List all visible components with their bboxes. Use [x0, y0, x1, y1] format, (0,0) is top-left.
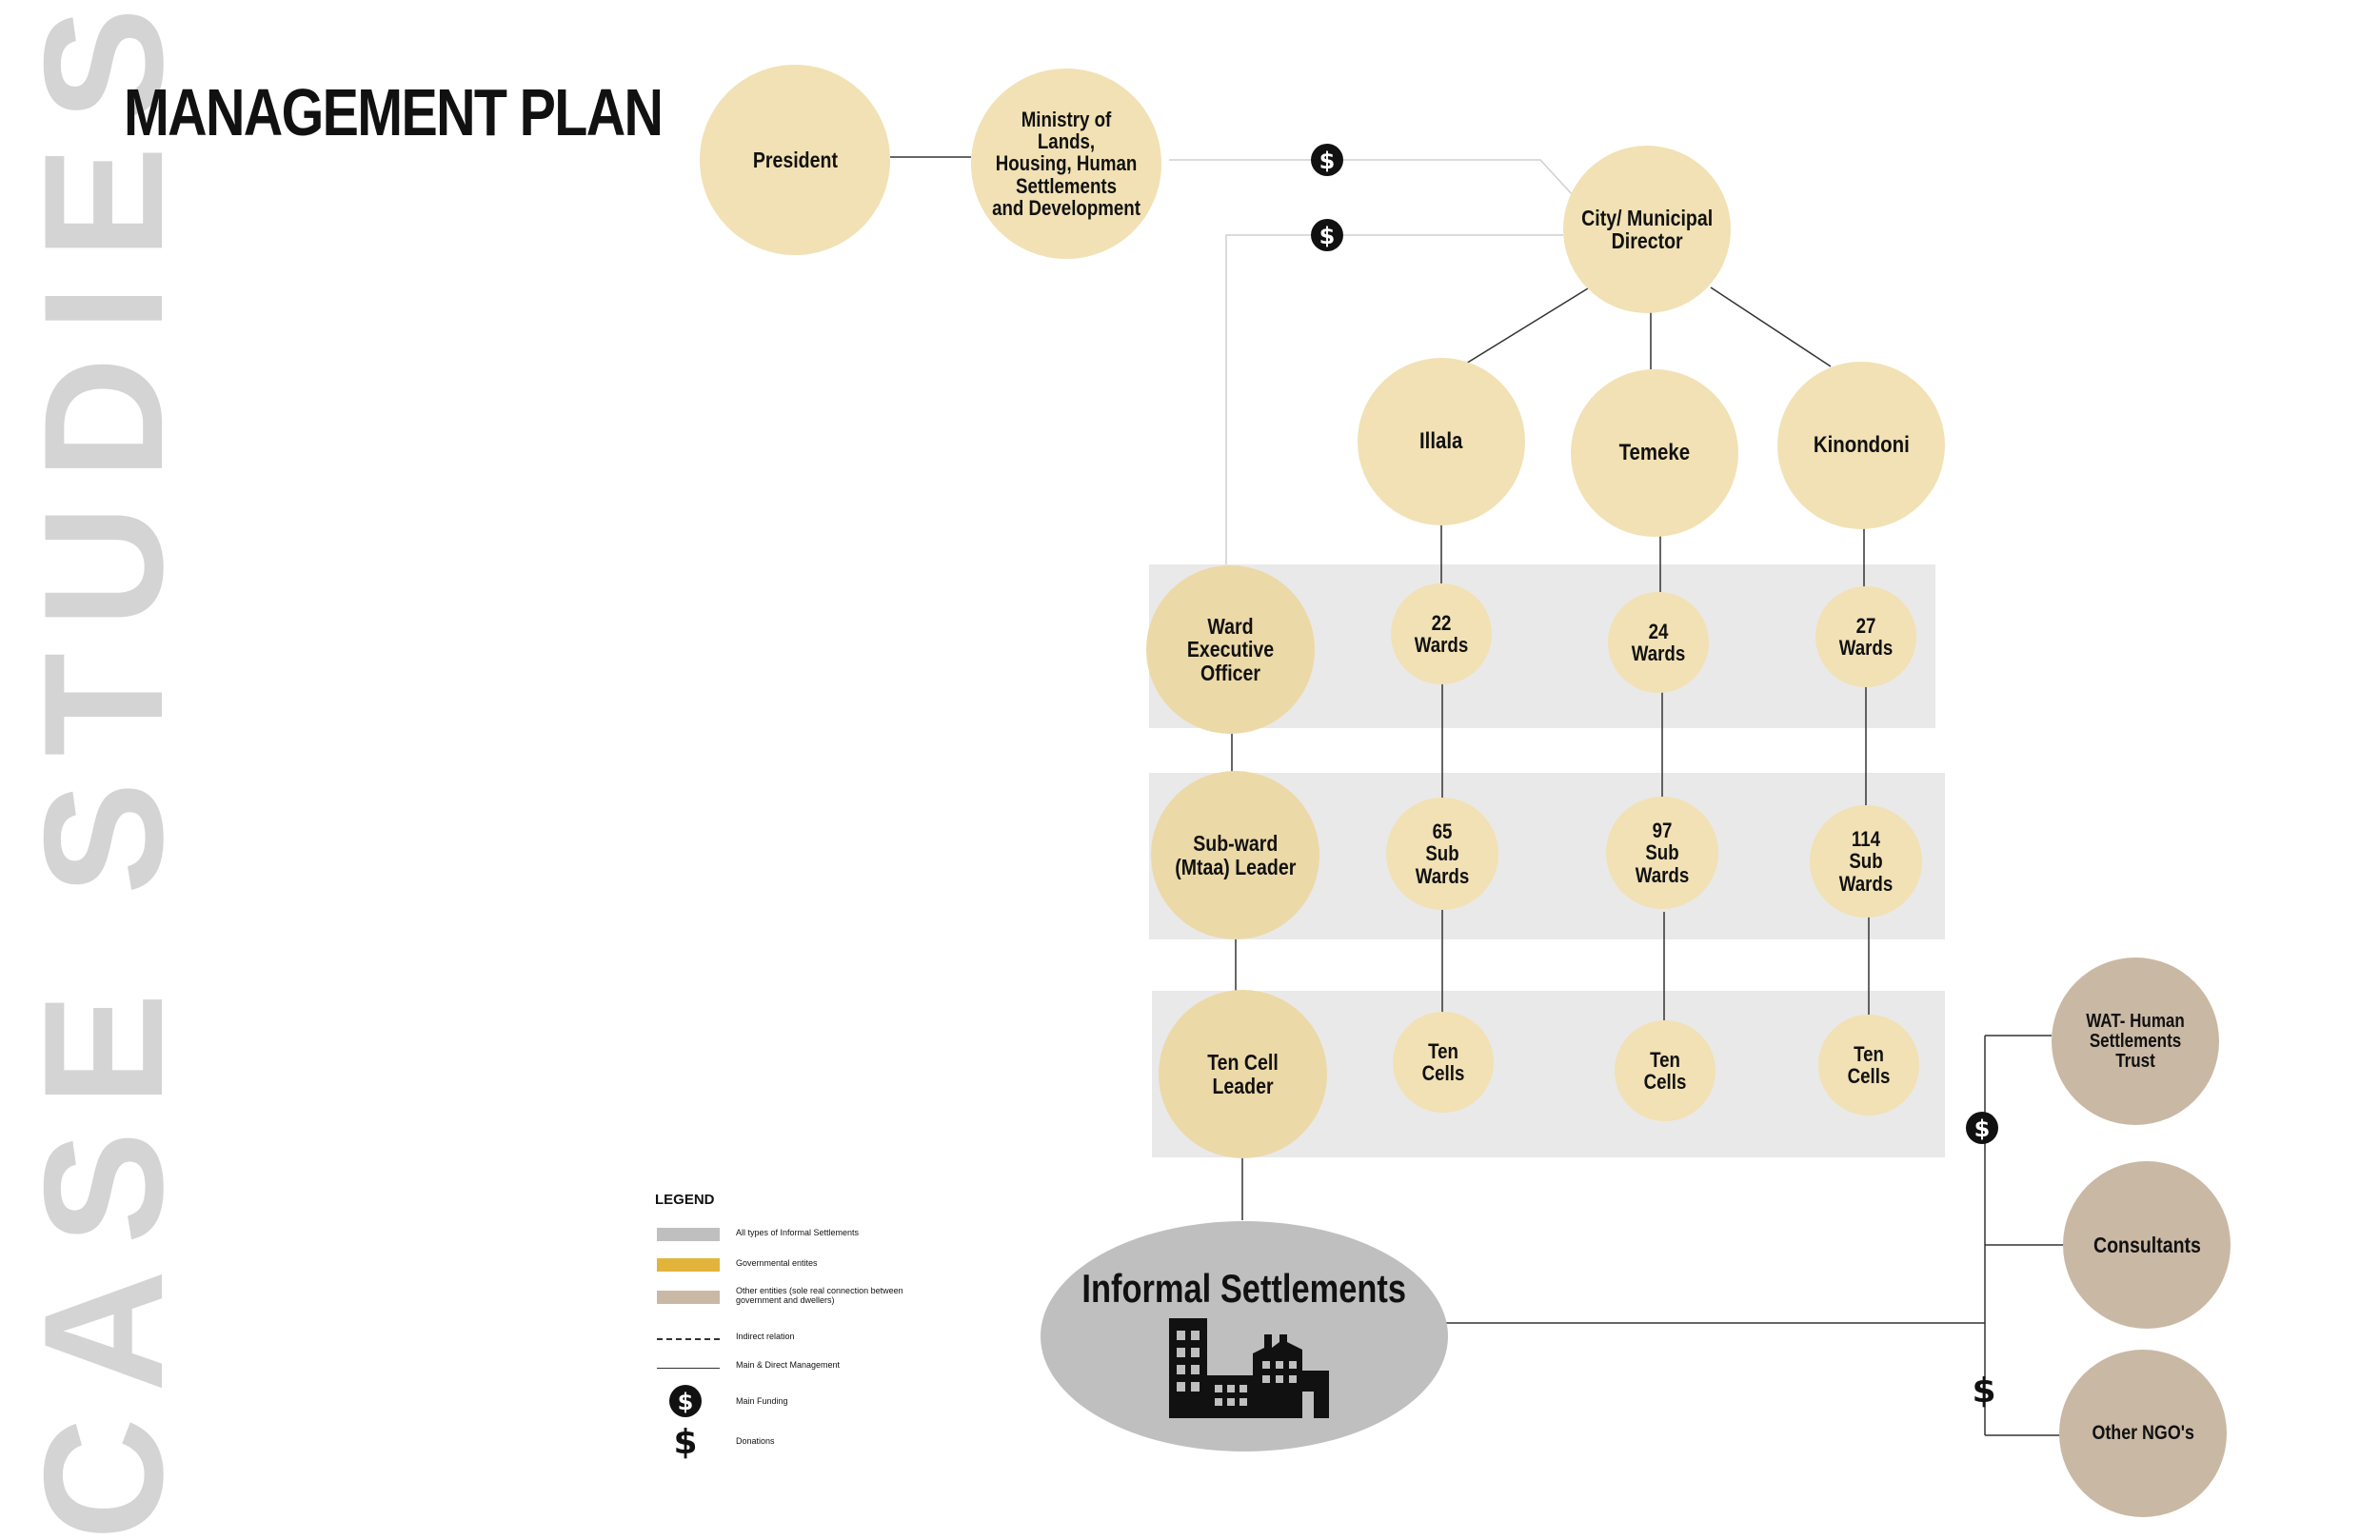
node-temeke: Temeke [1571, 369, 1738, 537]
legend: LEGEND All types of Informal Settlements… [655, 1192, 941, 1468]
node-other-ngos: Other NGO's [2059, 1350, 2227, 1517]
node-97-subwards: 97 Sub Wards [1606, 797, 1718, 909]
node-27-wards: 27 Wards [1815, 586, 1916, 687]
node-consultants: Consultants [2063, 1161, 2231, 1329]
node-kinondoni: Kinondoni [1777, 362, 1945, 529]
svg-text:$: $ [1972, 1372, 1995, 1409]
legend-swatch-informal [657, 1228, 720, 1241]
node-director: City/ Municipal Director [1563, 146, 1731, 313]
legend-dashed-line [657, 1338, 720, 1340]
legend-item: $ Donations [655, 1422, 941, 1462]
dollar-circle-icon: $ [1965, 1111, 1999, 1150]
legend-solid-line [657, 1368, 720, 1369]
node-ministry: Ministry of Lands, Housing, Human Settle… [971, 69, 1161, 259]
node-president: President [700, 65, 890, 255]
svg-text:$: $ [1319, 223, 1336, 249]
legend-swatch-governmental [657, 1258, 720, 1272]
node-wat-trust: WAT- Human Settlements Trust [2052, 958, 2219, 1125]
dollar-circle-icon: $ [1310, 218, 1344, 257]
node-24-wards: 24 Wards [1608, 592, 1709, 693]
page-title: MANAGEMENT PLAN [124, 75, 664, 149]
dollar-sign-icon: $ [670, 1422, 701, 1465]
node-subward-leader: Sub-ward (Mtaa) Leader [1151, 771, 1319, 939]
dollar-sign-icon: $ [1969, 1371, 1999, 1413]
node-ilala: Illala [1358, 358, 1525, 525]
legend-item: Other entities (sole real connection bet… [655, 1286, 941, 1317]
informal-settlements-label: Informal Settlements [1081, 1266, 1407, 1311]
legend-item: Governmental entites [655, 1258, 941, 1287]
node-ten-cell-leader: Ten Cell Leader [1159, 990, 1327, 1158]
svg-text:$: $ [673, 1423, 697, 1460]
node-65-subwards: 65 Sub Wards [1386, 798, 1498, 910]
legend-title: LEGEND [655, 1192, 715, 1208]
node-22-wards: 22 Wards [1391, 583, 1492, 684]
node-ten-cells-1: Ten Cells [1393, 1012, 1494, 1113]
legend-item: Indirect relation [655, 1332, 941, 1361]
node-ward-executive-officer: Ward Executive Officer [1146, 565, 1315, 734]
legend-swatch-other [657, 1291, 720, 1304]
legend-item: All types of Informal Settlements [655, 1228, 941, 1256]
legend-item: $ Main Funding [655, 1384, 941, 1417]
svg-text:$: $ [678, 1389, 694, 1415]
vertical-title: CASE STUDIES [10, 8, 171, 1540]
buildings-icon [1169, 1313, 1331, 1423]
dollar-circle-icon: $ [1310, 143, 1344, 182]
node-ten-cells-2: Ten Cells [1615, 1020, 1716, 1121]
svg-text:$: $ [1319, 148, 1336, 174]
node-114-subwards: 114 Sub Wards [1810, 805, 1922, 918]
node-ten-cells-3: Ten Cells [1818, 1015, 1919, 1116]
dollar-circle-icon: $ [668, 1384, 703, 1423]
legend-item: Main & Direct Management [655, 1360, 941, 1390]
svg-text:$: $ [1974, 1116, 1991, 1142]
